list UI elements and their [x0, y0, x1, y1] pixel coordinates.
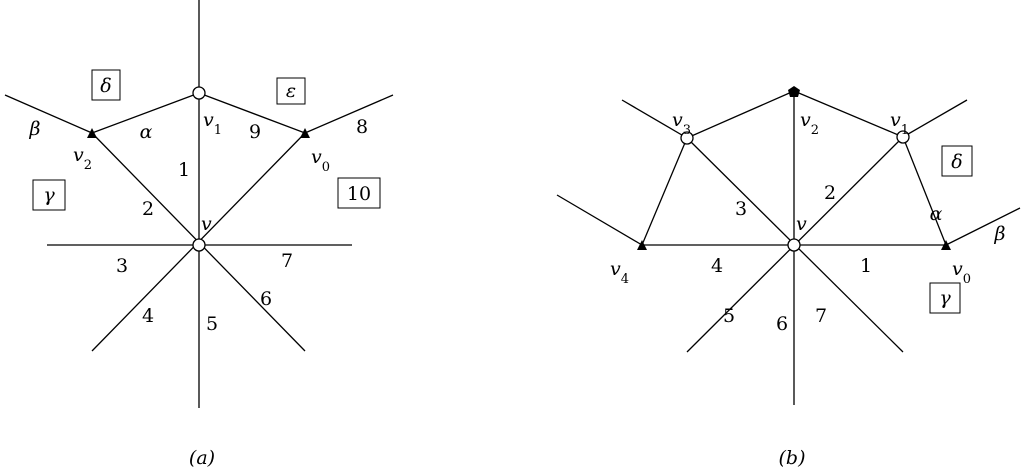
edge-label-4-b: 4 — [711, 255, 723, 277]
label-v2-b: v2 — [800, 109, 819, 138]
edge-label-8-a: 8 — [356, 116, 368, 138]
edge-v1-out-b — [902, 99, 968, 138]
edge-v0-out-a — [304, 94, 394, 134]
edge-label-5-a: 5 — [206, 313, 218, 335]
vertex-subscript: 2 — [84, 158, 92, 173]
vertex-subscript: 0 — [963, 272, 971, 287]
edge-label-1-b: 1 — [860, 255, 872, 277]
vertex-v3-b — [680, 131, 694, 145]
label-v0-b: v0 — [952, 258, 971, 287]
label-delta-b: δ — [951, 151, 962, 173]
edge-v1-v0-a — [198, 92, 306, 134]
edge-v4-out-b — [556, 194, 643, 246]
edge-label-6-a: 6 — [260, 288, 272, 310]
panel-b: δ γ α β v3 v2 v1 v4 v0 v 1 2 3 4 5 6 7 (… — [556, 86, 1021, 469]
label-gamma-a: γ — [43, 184, 55, 206]
caption-a: (a) — [189, 447, 215, 469]
label-v1-a: v1 — [203, 109, 222, 138]
edge-label-1-a: 1 — [178, 159, 190, 181]
vertex-v4-triangle-b — [637, 240, 647, 250]
box-gamma-a — [32, 179, 66, 211]
vertex-subscript: 3 — [683, 123, 691, 138]
edge-label-5-b: 5 — [723, 305, 735, 327]
edge-v2-v3-b — [686, 90, 795, 139]
label-v1-b: v1 — [890, 109, 909, 138]
vertex-v1-a — [192, 86, 206, 100]
vertex-subscript: 0 — [322, 160, 330, 175]
edge-label-4-a: 4 — [142, 305, 154, 327]
box-gamma-b — [929, 282, 961, 314]
vertex-v2-pentagon-b — [788, 86, 800, 97]
label-alpha-a: α — [140, 121, 153, 143]
edge-label-7-b: 7 — [815, 305, 827, 327]
vertex-subscript: 2 — [811, 123, 819, 138]
edge-label-3-a: 3 — [116, 255, 128, 277]
label-v4-b: v4 — [610, 258, 629, 287]
box-epsilon-a — [276, 77, 306, 105]
box-delta-a — [91, 69, 121, 101]
label-alpha-b: α — [930, 203, 943, 225]
edge-label-9-a: 9 — [249, 121, 261, 143]
vertex-v1-b — [896, 130, 910, 144]
edge-label-2-b: 2 — [824, 182, 836, 204]
vertex-v0-triangle-a — [300, 128, 310, 138]
label-v2-a: v2 — [73, 144, 92, 173]
label-beta-b: β — [994, 223, 1006, 245]
edge-v3-v4-b — [641, 137, 688, 246]
vertex-subscript: 1 — [214, 123, 222, 138]
vertex-v0-triangle-b — [941, 240, 951, 250]
edge-label-3-b: 3 — [735, 198, 747, 220]
vertex-v-a — [192, 238, 206, 252]
label-v3-b: v3 — [672, 109, 691, 138]
edge-v1-v2-a — [91, 92, 200, 134]
vertex-v-b — [787, 238, 801, 252]
edge-v2-out-a — [4, 94, 93, 134]
vertex-subscript: 1 — [901, 123, 909, 138]
label-v-a: v — [201, 213, 212, 235]
edge-v3-out-b — [621, 99, 688, 139]
edge-label-6-b: 6 — [776, 313, 788, 335]
caption-b: (b) — [779, 447, 806, 469]
label-gamma-b: γ — [939, 287, 951, 309]
edge-v2-v1-b — [793, 90, 904, 138]
label-v0-a: v0 — [311, 146, 330, 175]
label-beta-a: β — [29, 118, 41, 140]
edge-label-7-a: 7 — [281, 250, 293, 272]
box-delta-b — [941, 145, 973, 177]
edge-v0-out-b — [945, 207, 1021, 246]
vertex-subscript: 4 — [621, 272, 629, 287]
box-ten-a — [337, 177, 381, 209]
label-delta-a: δ — [100, 75, 111, 97]
label-ten-a: 10 — [347, 183, 371, 205]
edge-v1-v0-b — [902, 136, 947, 246]
edge-label-2-a: 2 — [142, 198, 154, 220]
label-epsilon-a: ε — [286, 80, 296, 102]
vertex-v2-triangle-a — [87, 128, 97, 138]
label-v-b: v — [796, 213, 807, 235]
panel-a: δ ε γ 10 α β v1 v2 v0 v 1 2 3 4 5 6 7 8 … — [4, 0, 394, 469]
